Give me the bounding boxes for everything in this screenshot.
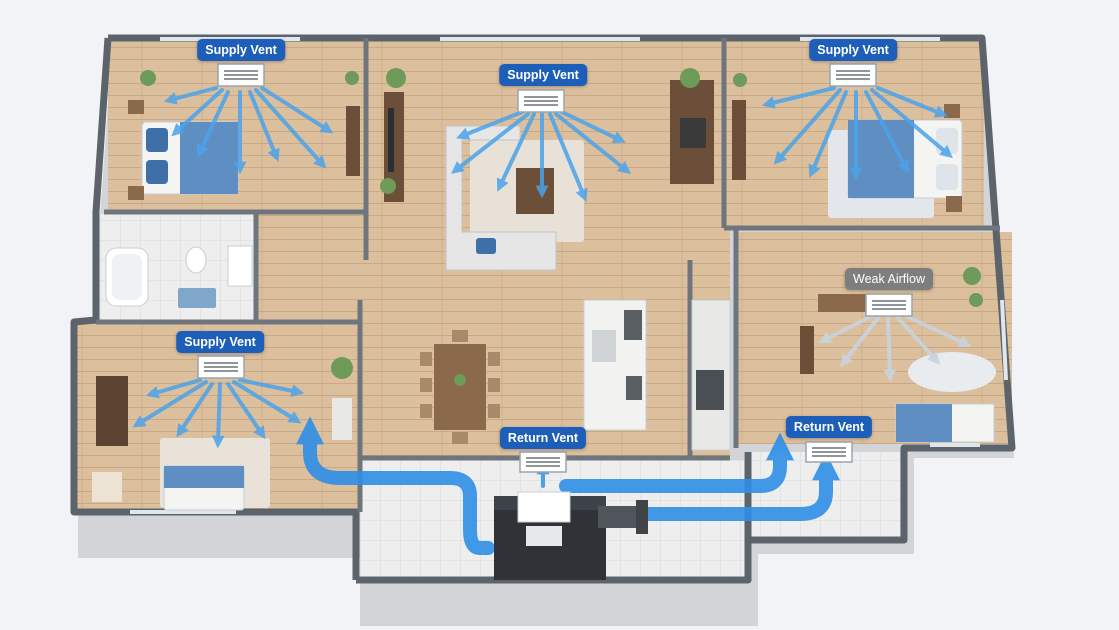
- living-room-furniture: [380, 68, 714, 271]
- return-vent-icon: [519, 441, 853, 473]
- airflow-ne: [761, 86, 953, 181]
- bedroom-se-furniture: [800, 267, 995, 443]
- supply-vent-label-living: Supply Vent: [499, 64, 587, 86]
- supply-vent-label-sw: Supply Vent: [176, 331, 264, 353]
- supply-vent-label-ne: Supply Vent: [809, 39, 897, 61]
- airflow-nw: [163, 86, 334, 175]
- kitchen-dining-furniture: [420, 299, 731, 451]
- supply-vent-icon: [197, 63, 913, 379]
- airflow-weak: [818, 314, 972, 383]
- return-vent-label-se: Return Vent: [785, 416, 873, 438]
- furnace-unit-icon: [494, 491, 648, 580]
- bedroom-sw-furniture: [92, 357, 353, 511]
- return-vent-label-center: Return Vent: [499, 427, 587, 449]
- supply-vent-label-nw: Supply Vent: [197, 39, 285, 61]
- airflow-sw: [132, 378, 305, 449]
- return-ducts: [296, 416, 840, 555]
- bathroom-fixtures: [105, 245, 253, 308]
- airflow-living: [450, 110, 631, 202]
- weak-airflow-label: Weak Airflow: [844, 268, 934, 290]
